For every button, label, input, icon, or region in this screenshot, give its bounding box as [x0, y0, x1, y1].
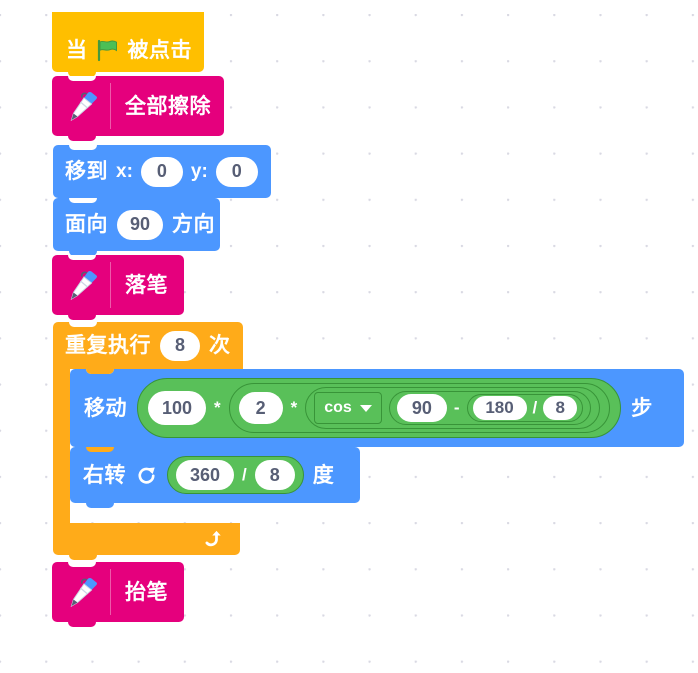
- repeat-left-arm: [53, 369, 70, 523]
- operator-math-function[interactable]: cos 90 - 180 / 8: [305, 387, 601, 429]
- divide-operand-180[interactable]: 180: [472, 396, 527, 420]
- block-notch: [68, 255, 96, 260]
- block-erase-all[interactable]: 全部擦除: [52, 76, 224, 141]
- icon-divider: [110, 569, 111, 615]
- loop-arrow-icon: [200, 528, 222, 550]
- block-notch: [68, 562, 96, 567]
- block-bump: [69, 555, 97, 560]
- operator-divide-inner[interactable]: 180 / 8: [466, 394, 584, 422]
- turn-label-after: 度: [312, 463, 335, 487]
- clicked-label: 被点击: [127, 38, 192, 62]
- math-function-dropdown[interactable]: cos: [314, 392, 382, 424]
- turn-clockwise-icon: [135, 464, 158, 487]
- turn-operand-360[interactable]: 360: [176, 460, 234, 490]
- block-when-flag-clicked[interactable]: 当 被点击: [52, 12, 204, 77]
- repeat-inner-notch: [86, 369, 114, 374]
- operator-multiply-outer[interactable]: 100 * 2 * cos 90 -: [137, 378, 622, 438]
- point-direction-label-before: 面向: [65, 213, 108, 236]
- direction-input[interactable]: 90: [117, 209, 163, 240]
- x-label: x:: [116, 161, 133, 182]
- block-notch: [86, 447, 114, 452]
- block-bump: [68, 72, 96, 77]
- hat-cap: [52, 12, 204, 38]
- green-flag-icon: [96, 38, 120, 62]
- turn-operand-8[interactable]: 8: [254, 460, 295, 490]
- divide-symbol-1: /: [532, 398, 538, 417]
- erase-all-label: 全部擦除: [125, 94, 211, 118]
- minus-symbol: -: [453, 398, 460, 417]
- y-input[interactable]: 0: [215, 156, 258, 187]
- turn-label-before: 右转: [83, 463, 126, 487]
- divide-operand-8[interactable]: 8: [543, 396, 578, 420]
- when-label: 当: [66, 38, 88, 62]
- pen-down-label: 落笔: [125, 273, 168, 297]
- repeat-label-before: 重复执行: [65, 334, 151, 357]
- block-bump: [68, 136, 96, 141]
- math-function-label: cos: [324, 399, 352, 416]
- block-notch: [69, 198, 97, 203]
- move-operand-2[interactable]: 2: [238, 392, 283, 424]
- block-notch: [69, 322, 97, 327]
- block-bump: [69, 251, 97, 256]
- y-label: y:: [190, 161, 208, 182]
- x-input[interactable]: 0: [140, 156, 183, 187]
- block-pen-down[interactable]: 落笔: [52, 255, 184, 320]
- pen-icon: [66, 268, 102, 302]
- operator-divide-turn[interactable]: 360 / 8: [167, 456, 304, 494]
- repeat-count-input[interactable]: 8: [160, 330, 200, 361]
- go-to-label: 移到: [65, 160, 108, 183]
- move-operand-100[interactable]: 100: [148, 391, 206, 425]
- block-repeat-footer[interactable]: [53, 523, 240, 560]
- move-label-after: 步: [631, 396, 653, 420]
- subtract-operand-90[interactable]: 90: [396, 394, 447, 422]
- point-direction-label-after: 方向: [172, 213, 215, 236]
- chevron-down-icon: [359, 404, 372, 412]
- block-bump: [68, 622, 96, 627]
- icon-divider: [110, 262, 111, 308]
- icon-divider: [110, 83, 111, 129]
- pen-icon: [66, 89, 102, 123]
- block-pen-up[interactable]: 抬笔: [52, 562, 184, 627]
- block-point-in-direction[interactable]: 面向 90 方向: [53, 198, 220, 256]
- block-bump: [86, 503, 114, 508]
- multiply-symbol-1: *: [214, 398, 221, 417]
- operator-subtract[interactable]: 90 - 180 / 8: [388, 391, 592, 425]
- block-notch: [69, 145, 97, 150]
- block-bump: [68, 315, 96, 320]
- block-repeat-header[interactable]: 重复执行 8 次: [53, 322, 243, 369]
- pen-icon: [66, 575, 102, 609]
- pen-up-label: 抬笔: [125, 580, 168, 604]
- operator-multiply-inner[interactable]: 2 * cos 90 -: [228, 383, 611, 433]
- repeat-label-after: 次: [209, 334, 231, 357]
- block-turn-right[interactable]: 右转 360 / 8 度: [70, 447, 360, 508]
- move-label-before: 移动: [84, 396, 127, 420]
- block-move-steps[interactable]: 移动 100 * 2 * cos: [70, 369, 684, 452]
- multiply-symbol-2: *: [290, 398, 298, 417]
- block-notch: [68, 76, 96, 81]
- block-go-to-xy[interactable]: 移到 x: 0 y: 0: [53, 145, 271, 203]
- divide-symbol-2: /: [242, 465, 247, 484]
